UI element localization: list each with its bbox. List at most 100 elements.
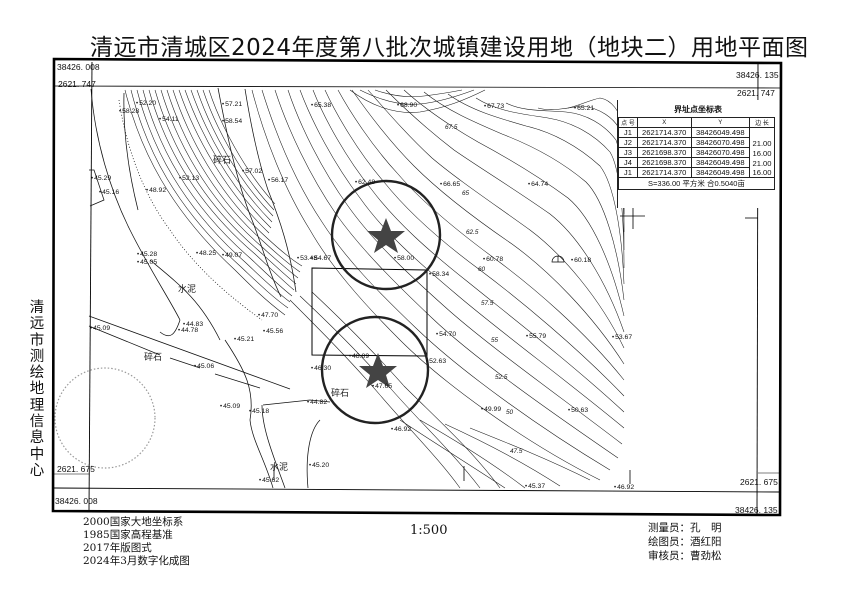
distance-cell: 21.00 <box>749 137 775 148</box>
point-y: 38426049.498 <box>690 157 751 168</box>
map-spec-version: 2017年版图式 <box>83 542 152 554</box>
point-x: 2621714.370 <box>636 137 692 148</box>
spot-height: 45.20 <box>309 462 329 469</box>
spot-height: 46.30 <box>311 365 331 372</box>
spot-height: 58.34 <box>429 271 449 278</box>
contour-label: 47.5 <box>510 448 523 455</box>
spot-height: 65.21 <box>574 105 594 112</box>
frame-coord-top-left-y: 38426. 008 <box>57 62 100 72</box>
contour-label: 60 <box>478 266 486 273</box>
table-row: J1 2621714.370 38426049.498 16.00 <box>618 167 775 178</box>
spot-height: 45.21 <box>234 336 254 343</box>
terrain-label: 碎石 <box>213 156 232 166</box>
terrain-label: 水泥 <box>270 463 289 473</box>
spot-height: 45.05 <box>137 259 157 266</box>
frame-coord-bottom-left-x: 2621. 675 <box>57 464 95 474</box>
drafter: 绘图员：酒红阳 <box>648 536 722 548</box>
header-point: 点 号 <box>618 117 638 128</box>
point-y: 38426070.498 <box>690 137 751 148</box>
point-y: 38426049.498 <box>690 167 751 178</box>
spot-height: 54.70 <box>436 331 456 338</box>
spot-height: 45.37 <box>525 483 545 490</box>
coordinate-system: 2000国家大地坐标系 <box>83 516 184 528</box>
surveying-organization-label: 清远市测绘地理信息中心 <box>29 300 45 479</box>
map-title: 清远市清城区2024年度第八批次城镇建设用地（地块二）用地平面图 <box>90 35 809 61</box>
map-metadata: 2000国家大地坐标系 1985国家高程基准 2017年版图式 2024年3月数… <box>83 516 190 568</box>
spot-height: 45.29 <box>91 175 111 182</box>
spot-height: 60.78 <box>483 256 503 263</box>
point-id: J4 <box>618 157 638 168</box>
spot-height: 54.11 <box>159 116 179 123</box>
staff-credits: 测量员：孔 明 绘图员：酒红阳 审核员：曹劲松 <box>648 521 722 563</box>
point-x: 2621698.370 <box>636 147 692 158</box>
point-x: 2621714.370 <box>636 167 692 178</box>
table-caption: 界址点坐标表 <box>674 105 722 114</box>
spot-height: 48.92 <box>146 187 166 194</box>
spot-height: 54.67 <box>311 255 331 262</box>
distance-cell: 21.00 <box>749 157 775 168</box>
spot-height: 47.65 <box>372 383 392 390</box>
frame-coord-top-right-x: 2621. 747 <box>737 88 775 98</box>
map-scale: 1:500 <box>410 523 448 538</box>
contour-label: 50 <box>506 409 514 416</box>
header-x: X <box>636 117 692 128</box>
point-y: 38426070.498 <box>690 147 751 158</box>
spot-height: 46.92 <box>391 426 411 433</box>
production-date: 2024年3月数字化成图 <box>83 555 190 567</box>
area-row: S=336.00 平方米 合0.5040亩 <box>618 177 775 190</box>
point-id: J1 <box>618 127 638 138</box>
distance-cell <box>749 127 775 138</box>
spot-height: 52.63 <box>426 358 446 365</box>
spot-height: 53.67 <box>612 334 632 341</box>
spot-height: 57.21 <box>222 101 242 108</box>
table-row: J4 2621698.370 38426049.498 21.00 <box>618 157 775 168</box>
spot-height: 62.48 <box>355 179 375 186</box>
spot-height: 49.07 <box>222 252 242 259</box>
contour-label: 62.5 <box>466 229 479 236</box>
table-row: J2 2621714.370 38426070.498 21.00 <box>618 137 775 148</box>
spot-height: 45.28 <box>137 251 157 258</box>
spot-height: 52.13 <box>179 175 199 182</box>
spot-height: 47.70 <box>258 312 278 319</box>
contour-label: 52.5 <box>495 374 508 381</box>
terrain-label: 碎石 <box>331 389 350 399</box>
spot-height: 48.89 <box>349 353 369 360</box>
frame-coord-bottom-right-y: 38426. 135 <box>735 505 778 515</box>
point-id: J2 <box>618 137 638 148</box>
spot-height: 44.78 <box>178 327 198 334</box>
point-id: J3 <box>618 147 638 158</box>
table-row: J3 2621698.370 38426070.498 16.00 <box>618 147 775 158</box>
header-y: Y <box>690 117 751 128</box>
spot-height: 68.90 <box>397 102 417 109</box>
point-x: 2621698.370 <box>636 157 692 168</box>
spot-height: 44.82 <box>307 399 327 406</box>
spot-height: 52.20 <box>136 100 156 107</box>
spot-height: 45.56 <box>263 328 283 335</box>
spot-height: 58.00 <box>394 255 414 262</box>
table-row: J1 2621714.370 38426049.498 <box>618 127 775 138</box>
spot-height: 53.48 <box>297 255 317 262</box>
distance-cell: 16.00 <box>749 167 775 178</box>
spot-height: 58.54 <box>222 118 242 125</box>
surveyor: 测量员：孔 明 <box>648 522 722 534</box>
spot-height: 66.65 <box>440 181 460 188</box>
boundary-coordinate-table: 界址点坐标表 点 号 X Y 边 长 J1 2621714.370 384260… <box>617 100 778 208</box>
spot-height: 58.28 <box>119 108 139 115</box>
elevation-datum: 1985国家高程基准 <box>83 529 173 541</box>
spot-height: 48.25 <box>196 250 216 257</box>
distance-cell: 16.00 <box>749 147 775 158</box>
frame-coord-top-right-y: 38426. 135 <box>736 70 779 80</box>
spot-height: 67.73 <box>484 103 504 110</box>
spot-height: 65.38 <box>311 102 331 109</box>
spot-height: 46.92 <box>614 484 634 491</box>
contour-label: 65 <box>462 190 470 197</box>
point-x: 2621714.370 <box>636 127 692 138</box>
spot-height: 45.16 <box>99 189 119 196</box>
terrain-label: 水泥 <box>178 285 197 295</box>
contour-label: 55 <box>491 337 499 344</box>
terrain-label: 碎石 <box>144 353 163 363</box>
spot-height: 45.18 <box>249 408 269 415</box>
spot-height: 60.18 <box>571 257 591 264</box>
frame-coord-bottom-right-x: 2621. 675 <box>740 477 778 487</box>
